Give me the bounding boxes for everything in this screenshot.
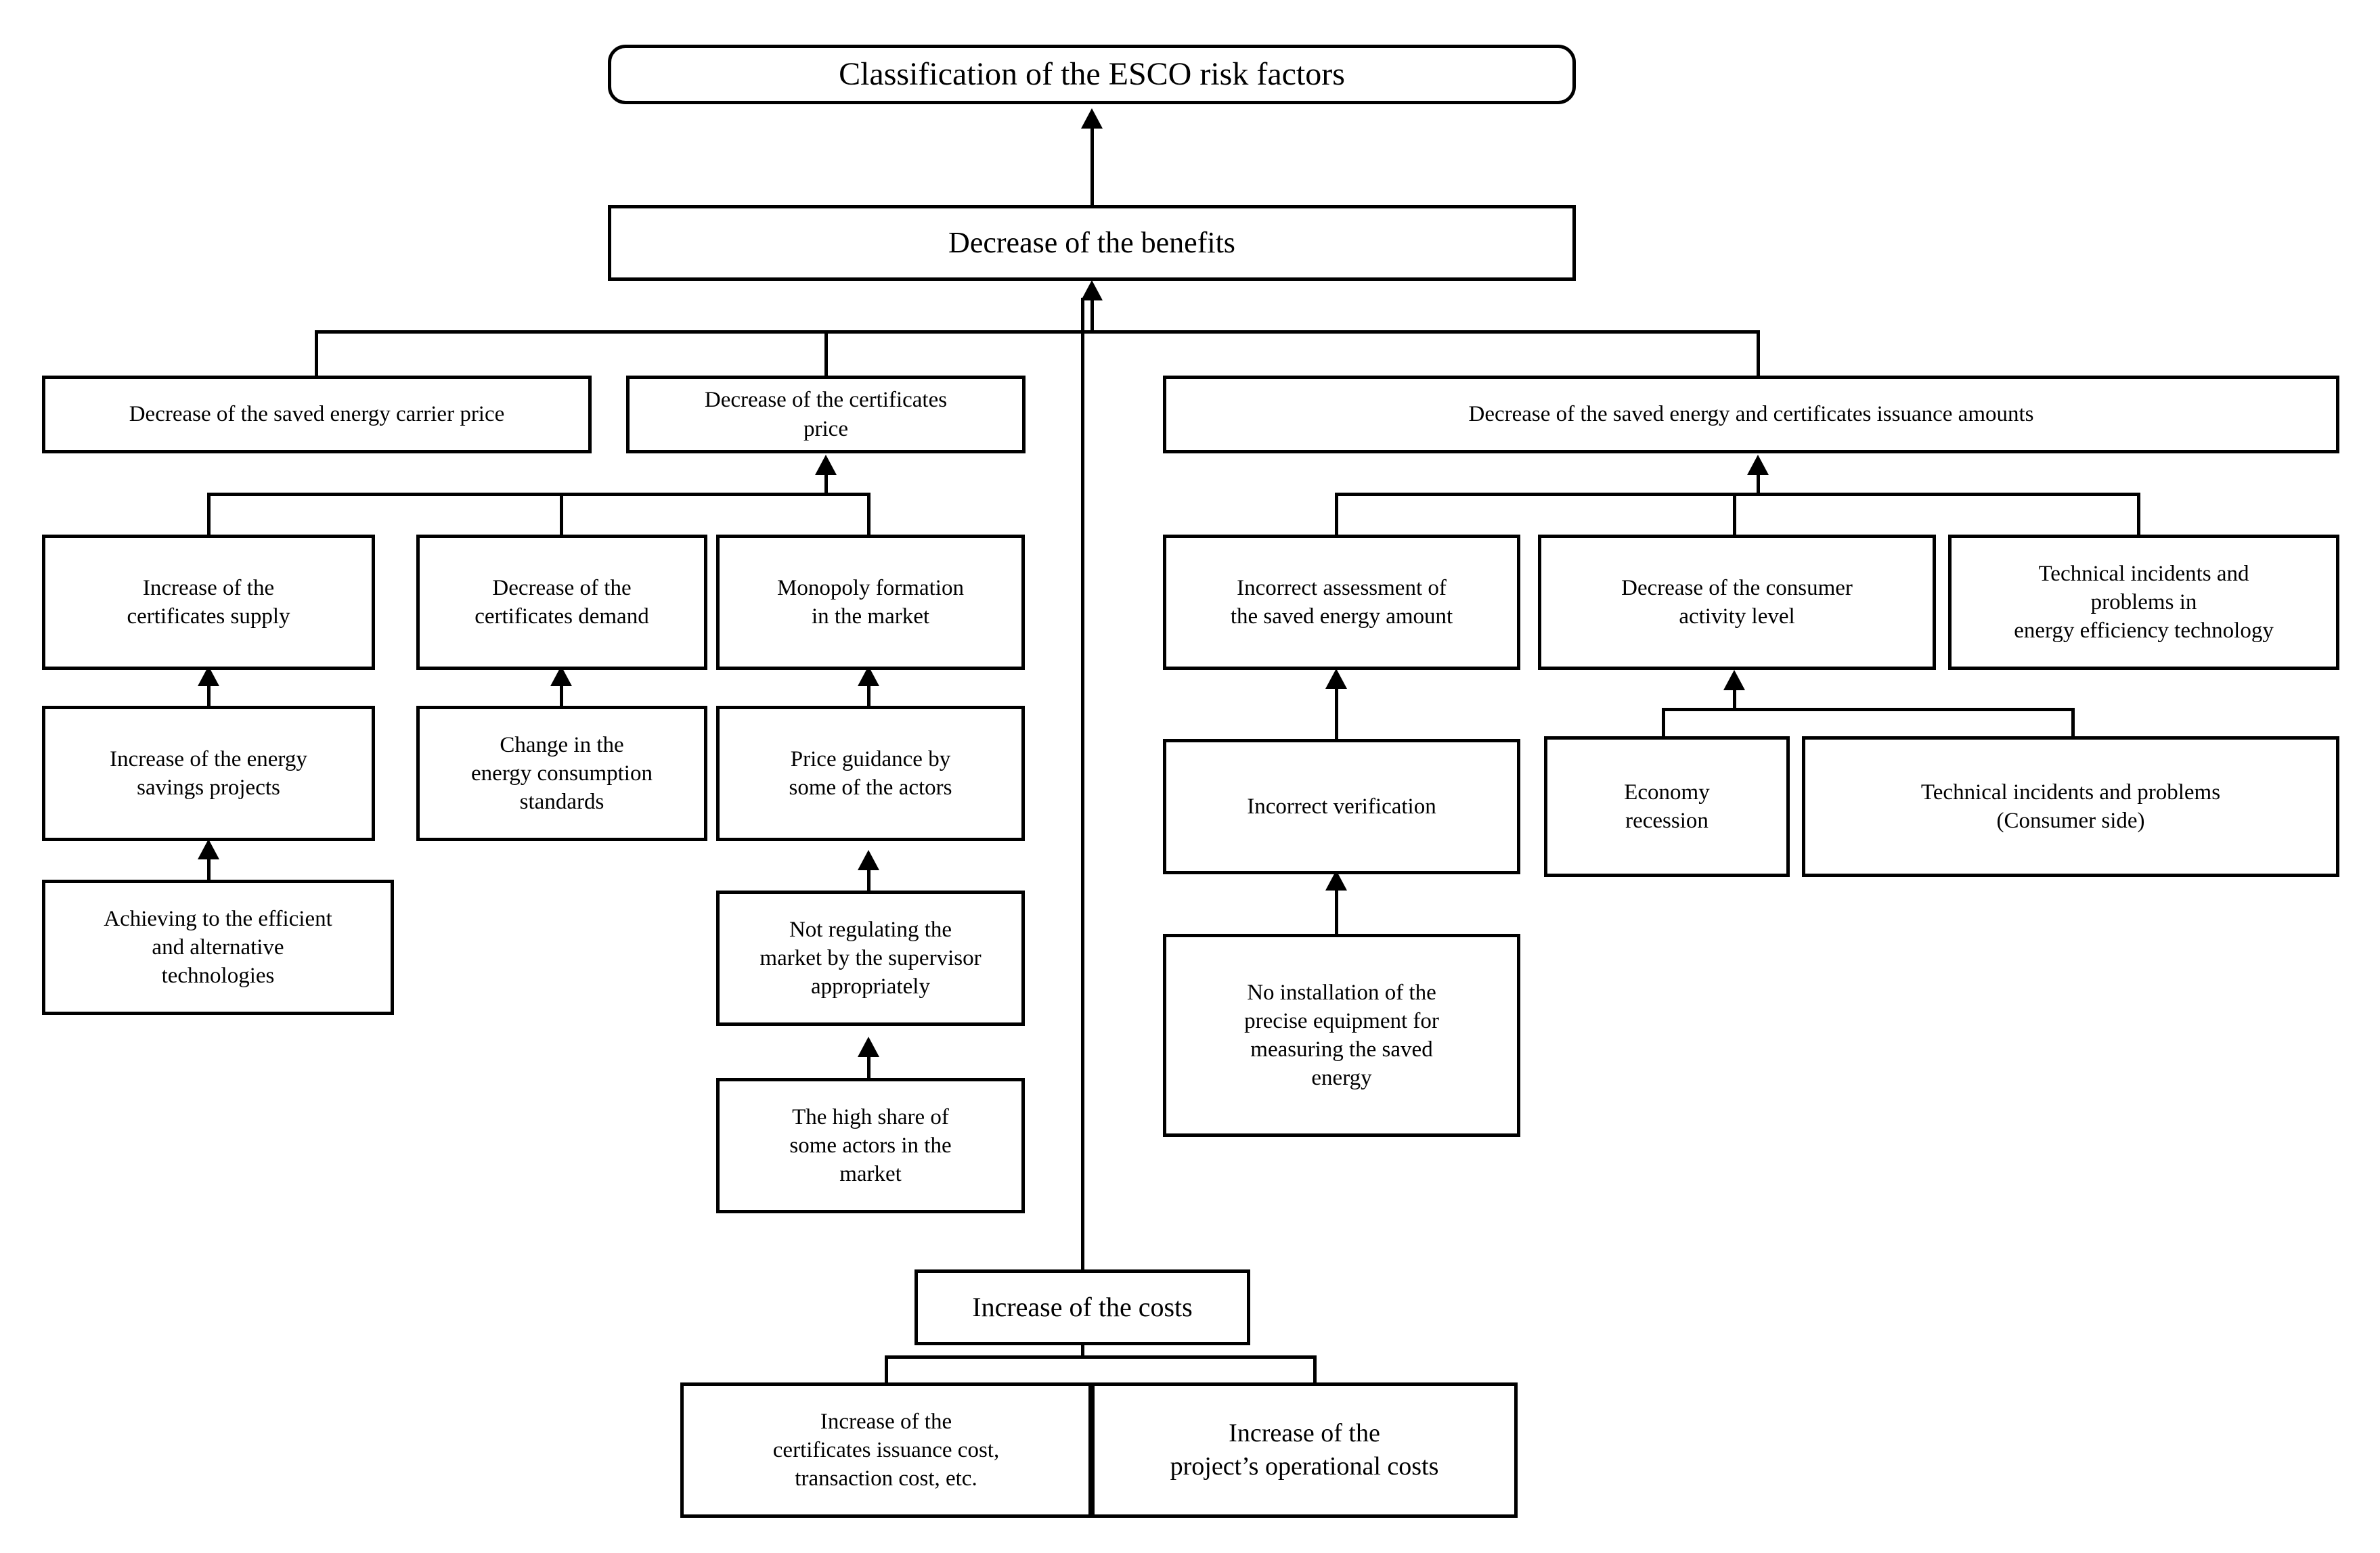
node-carrier-price-label: Decrease of the saved energy carrier pri… xyxy=(129,402,505,427)
node-energy-savings-projects-label: Increase of the energy savings projects xyxy=(110,746,307,800)
arrowhead-verification-to-assessment xyxy=(1325,669,1347,689)
node-no-installation-label: No installation of the precise equipment… xyxy=(1244,980,1439,1091)
node-issuance-amounts-label: Decrease of the saved energy and certifi… xyxy=(1468,402,2034,427)
arrowhead-highshare-to-regulating xyxy=(858,1037,879,1057)
node-operational-costs: Increase of the project’s operational co… xyxy=(1091,1382,1518,1518)
node-operational-costs-label: Increase of the project’s operational co… xyxy=(1170,1419,1439,1481)
node-root-label: Classification of the ESCO risk factors xyxy=(839,56,1345,93)
node-efficient-tech: Achieving to the efficient and alternati… xyxy=(42,880,394,1015)
connector-installation-to-verification xyxy=(1335,889,1338,937)
bus-consumer-activity-children xyxy=(1662,708,2075,711)
node-cert-demand: Decrease of the certificates demand xyxy=(416,535,707,670)
node-cert-price-label: Decrease of the certificates price xyxy=(704,388,948,441)
node-tech-incidents-energy: Technical incidents and problems in ener… xyxy=(1948,535,2339,670)
bus-right-drop-consumer-activity xyxy=(1733,493,1736,537)
connector-highshare-to-regulating xyxy=(867,1056,871,1080)
bus-drop-issuance-cost xyxy=(885,1355,888,1385)
node-consumption-standards-label: Change in the energy consumption standar… xyxy=(471,732,653,815)
bus-left-cluster xyxy=(207,493,871,496)
arrowhead-tech-to-savings xyxy=(198,839,219,859)
arrowhead-right-cluster-to-issuance xyxy=(1747,455,1769,475)
bus-row2-drop-carrier-price xyxy=(315,330,318,378)
node-consumption-standards: Change in the energy consumption standar… xyxy=(416,706,707,841)
node-incorrect-verification: Incorrect verification xyxy=(1163,739,1520,874)
node-not-regulating-label: Not regulating the market by the supervi… xyxy=(759,917,982,999)
node-issuance-cost: Increase of the certificates issuance co… xyxy=(680,1382,1092,1518)
connector-verification-to-assessment xyxy=(1335,688,1338,742)
node-economy-recession: Economy recession xyxy=(1544,736,1790,877)
bus-row2-drop-issuance-amounts xyxy=(1757,330,1760,378)
node-monopoly-label: Monopoly formation in the market xyxy=(777,575,964,629)
connector-guidance-to-monopoly xyxy=(867,685,871,708)
arrowhead-regulating-to-guidance xyxy=(858,850,879,870)
node-cert-supply: Increase of the certificates supply xyxy=(42,535,375,670)
node-monopoly: Monopoly formation in the market xyxy=(716,535,1025,670)
node-root: Classification of the ESCO risk factors xyxy=(608,45,1576,104)
node-price-guidance: Price guidance by some of the actors xyxy=(716,706,1025,841)
connector-standards-to-demand xyxy=(560,685,563,708)
bus-drop-economy-recession xyxy=(1662,708,1665,739)
node-efficient-tech-label: Achieving to the efficient and alternati… xyxy=(104,906,332,989)
node-cert-demand-label: Decrease of the certificates demand xyxy=(475,575,649,629)
bus-right-cluster xyxy=(1335,493,2140,496)
bus-row2-drop-cert-price xyxy=(824,330,828,378)
node-decrease-benefits-label: Decrease of the benefits xyxy=(948,225,1235,259)
arrowhead-children-to-consumer-activity xyxy=(1723,670,1745,690)
bus-riser-to-increase-costs xyxy=(1081,1338,1084,1359)
bus-drop-tech-incidents-consumer xyxy=(2071,708,2075,739)
connector-regulating-to-guidance xyxy=(867,869,871,893)
node-high-share-label: The high share of some actors in the mar… xyxy=(789,1104,952,1187)
arrowhead-benefits-to-root xyxy=(1081,108,1103,129)
node-incorrect-assessment: Incorrect assessment of the saved energy… xyxy=(1163,535,1520,670)
node-issuance-cost-label: Increase of the certificates issuance co… xyxy=(772,1409,1000,1491)
bus-costs-children xyxy=(885,1355,1317,1359)
arrowhead-row2-to-benefits xyxy=(1081,280,1103,300)
bus-row2 xyxy=(315,330,1760,334)
node-increase-costs-label: Increase of the costs xyxy=(972,1292,1193,1323)
bus-left-drop-cert-demand xyxy=(560,493,563,537)
node-price-guidance-label: Price guidance by some of the actors xyxy=(789,746,952,800)
bus-left-drop-monopoly xyxy=(867,493,871,537)
bus-left-drop-cert-supply xyxy=(207,493,211,537)
bus-right-drop-incorrect-assessment xyxy=(1335,493,1338,537)
arrowhead-left-cluster-to-cert-price xyxy=(815,455,837,475)
node-high-share: The high share of some actors in the mar… xyxy=(716,1078,1025,1213)
node-tech-incidents-consumer: Technical incidents and problems (Consum… xyxy=(1802,736,2339,877)
bus-riser-to-consumer-activity xyxy=(1733,689,1736,711)
node-not-regulating: Not regulating the market by the supervi… xyxy=(716,891,1025,1026)
node-tech-incidents-energy-label: Technical incidents and problems in ener… xyxy=(2014,561,2274,644)
node-cert-price: Decrease of the certificates price xyxy=(626,376,1026,453)
connector-savings-to-supply xyxy=(207,685,211,708)
connector-costs-to-benefits xyxy=(1081,298,1084,1272)
bus-row2-riser-to-benefits xyxy=(1090,299,1094,333)
bus-right-drop-tech-incidents-energy xyxy=(2137,493,2140,537)
node-issuance-amounts: Decrease of the saved energy and certifi… xyxy=(1163,376,2339,453)
node-incorrect-verification-label: Incorrect verification xyxy=(1247,794,1436,819)
bus-drop-operational-costs xyxy=(1313,1355,1317,1385)
connector-benefits-to-root xyxy=(1090,127,1094,207)
node-carrier-price: Decrease of the saved energy carrier pri… xyxy=(42,376,592,453)
node-energy-savings-projects: Increase of the energy savings projects xyxy=(42,706,375,841)
node-tech-incidents-consumer-label: Technical incidents and problems (Consum… xyxy=(1920,780,2221,833)
connector-tech-to-savings xyxy=(207,858,211,882)
bus-right-riser-to-issuance-amounts xyxy=(1757,474,1760,495)
node-no-installation: No installation of the precise equipment… xyxy=(1163,934,1520,1137)
node-consumer-activity-label: Decrease of the consumer activity level xyxy=(1621,575,1853,629)
node-consumer-activity: Decrease of the consumer activity level xyxy=(1538,535,1936,670)
node-increase-costs: Increase of the costs xyxy=(914,1269,1250,1345)
node-economy-recession-label: Economy recession xyxy=(1624,780,1710,833)
node-incorrect-assessment-label: Incorrect assessment of the saved energy… xyxy=(1230,575,1453,629)
bus-left-riser-to-cert-price xyxy=(824,474,828,495)
node-decrease-benefits: Decrease of the benefits xyxy=(608,205,1576,281)
node-cert-supply-label: Increase of the certificates supply xyxy=(127,575,290,629)
